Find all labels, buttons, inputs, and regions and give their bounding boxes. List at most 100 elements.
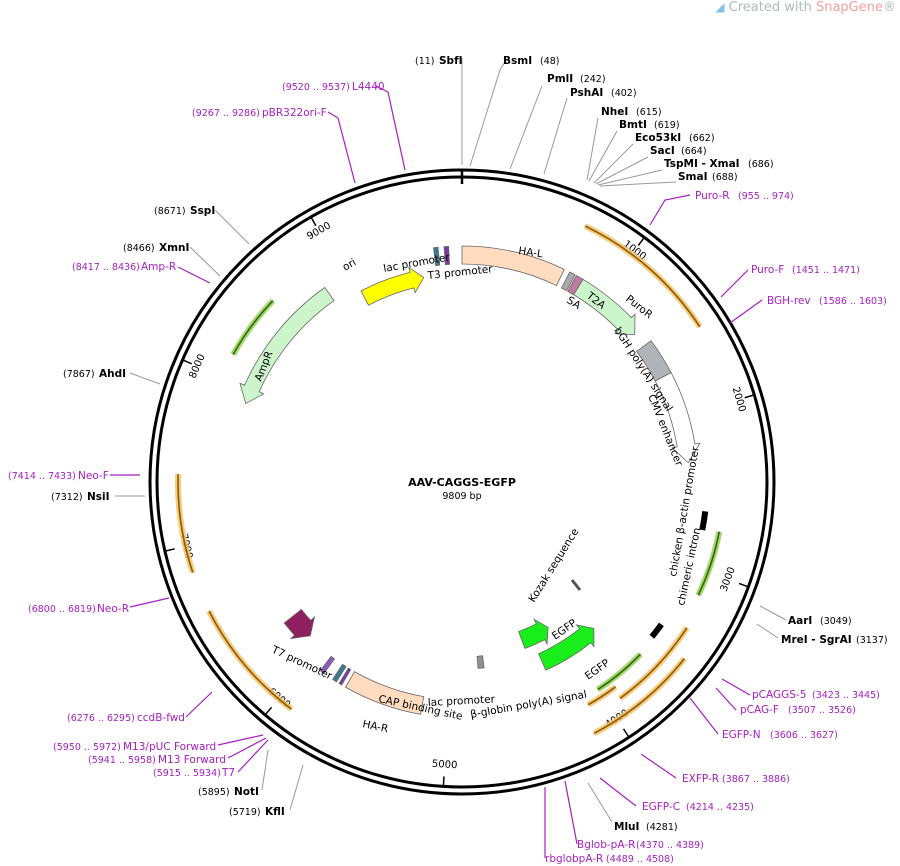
noti-leader	[261, 749, 269, 791]
primer-name: EXFP-R	[682, 773, 719, 785]
primer-pos: (8417 .. 8436)	[72, 262, 140, 273]
enzyme-pos: (242)	[580, 74, 606, 85]
enzyme-pos: (615)	[636, 107, 662, 118]
t3-promoter-feature	[443, 245, 451, 266]
primer-name: ccdB-fwd	[137, 712, 185, 724]
enzyme-pos: (686)	[748, 159, 774, 170]
primer-binding-line-green	[232, 300, 274, 355]
enzyme-name: SacI	[650, 145, 675, 157]
primer-leaders	[110, 85, 763, 858]
primer-pos: (3507 .. 3526)	[788, 705, 856, 716]
primer-binding-line-green	[697, 531, 721, 596]
primer-binding-bar	[206, 609, 294, 712]
enzyme-pos: (664)	[681, 146, 707, 157]
primer-binding-line-green	[597, 653, 642, 691]
enzyme-pos: (48)	[540, 56, 560, 67]
amp-r-leader	[177, 266, 211, 284]
enzyme-pos: (3049)	[820, 616, 852, 627]
nhei-leader	[586, 117, 599, 181]
enzyme-pos: (4281)	[646, 822, 678, 833]
enzyme-sites	[115, 58, 787, 823]
primer-pos: (955 .. 974)	[738, 191, 794, 202]
ha-r-feature	[345, 671, 425, 715]
t2a-feature	[567, 275, 584, 296]
snapgene-logo-icon: ◢	[715, 0, 725, 14]
t3-promoter-label: T3 promoter	[426, 263, 494, 282]
puro-r-leader	[649, 194, 691, 226]
enzyme-pos: (7867)	[63, 369, 95, 380]
ccdb-fwd-leader	[185, 691, 213, 718]
neo-r-leader	[129, 597, 170, 608]
kfli-leader	[289, 764, 304, 811]
t7-promoter-label: T7 promoter	[269, 643, 335, 682]
ruler-tick-label: 3000	[719, 566, 738, 594]
primer-labels: (9520 .. 9537) L4440 (9267 .. 9286) pBR3…	[8, 81, 887, 865]
mlui-leader	[587, 782, 613, 823]
ori-label: ori	[341, 256, 359, 273]
egfp-n-leader	[689, 697, 719, 735]
primer-name: Amp-R	[141, 261, 176, 273]
cba-marker	[699, 511, 709, 531]
primer-pos: (3606 .. 3627)	[770, 730, 838, 741]
enzyme-pos: (5719)	[229, 807, 261, 818]
primer-name: pCAGGS-5	[752, 689, 806, 701]
primer-pos: (7414 .. 7433)	[8, 471, 76, 482]
kozak-feature	[570, 579, 582, 591]
ccdb-feature	[283, 608, 316, 640]
primer-name: M13/pUC Forward	[123, 741, 216, 753]
tspmi-leader	[597, 169, 663, 186]
enzyme-name: SspI	[190, 205, 215, 217]
lac-promoter-feature-2	[332, 663, 347, 683]
primer-name: Puro-F	[751, 264, 784, 276]
eco53ki-leader	[593, 143, 634, 184]
enzyme-pos: (8466)	[123, 243, 155, 254]
primer-binding-bar	[174, 474, 196, 574]
primer-pos: (3867 .. 3886)	[722, 774, 790, 785]
watermark-brand: SnapGene	[815, 0, 883, 15]
ruler-tick-label: 2000	[730, 386, 748, 414]
watermark-mark: ®	[883, 0, 896, 15]
ruler-tick	[310, 216, 317, 227]
enzyme-name: SmaI	[678, 171, 708, 183]
ruler-tick	[442, 776, 445, 787]
cmv-enhancer-feature	[654, 372, 701, 464]
primer-binding-bars	[174, 223, 723, 737]
smai-leader	[599, 181, 677, 187]
pcag-f-leader	[715, 687, 737, 711]
primer-binding-bar	[583, 223, 703, 329]
plasmid-name: AAV-CAGGS-EGFP	[408, 476, 516, 489]
primer-pos: (4370 .. 4389)	[636, 840, 704, 851]
primer-binding-bar	[618, 626, 690, 701]
primer-name: EGFP-C	[642, 801, 680, 813]
aari-leader	[759, 605, 787, 621]
enzyme-name: PmlI	[547, 73, 573, 85]
t7-promoter-feature	[319, 655, 336, 674]
kozak-label: Kozak sequence	[526, 526, 581, 604]
ori-feature	[360, 266, 425, 306]
enzyme-name: TspMI - XmaI	[664, 158, 740, 170]
primer-name: pCAG-F	[740, 704, 779, 716]
l4440-leader	[375, 85, 406, 171]
xmni-leader	[189, 246, 221, 277]
egfp-feature-2	[538, 624, 595, 671]
sa-feature	[560, 271, 576, 292]
primer-pos: (5941 .. 5958)	[88, 755, 156, 766]
primer-name: T7	[221, 767, 235, 779]
primer-name: EGFP-N	[722, 729, 761, 741]
enzyme-pos: (619)	[654, 120, 680, 131]
ruler-tick-label: 5000	[432, 759, 458, 772]
ha-r-label: HA-R	[361, 718, 389, 735]
cap-binding-feature	[338, 667, 352, 686]
ruler-tick	[738, 582, 749, 588]
exfp-r-leader	[640, 753, 677, 779]
ruler-tick	[637, 237, 645, 246]
primer-binding-line	[587, 686, 617, 706]
saci-leader	[595, 156, 649, 185]
primer-name: M13 Forward	[158, 754, 226, 766]
ahdi-leader	[129, 372, 161, 385]
primer-pos: (1451 .. 1471)	[792, 265, 860, 276]
primer-name: Neo-F	[78, 470, 109, 482]
primer-pos: (5915 .. 5934)	[153, 768, 221, 779]
enzyme-name: XmnI	[159, 242, 189, 254]
